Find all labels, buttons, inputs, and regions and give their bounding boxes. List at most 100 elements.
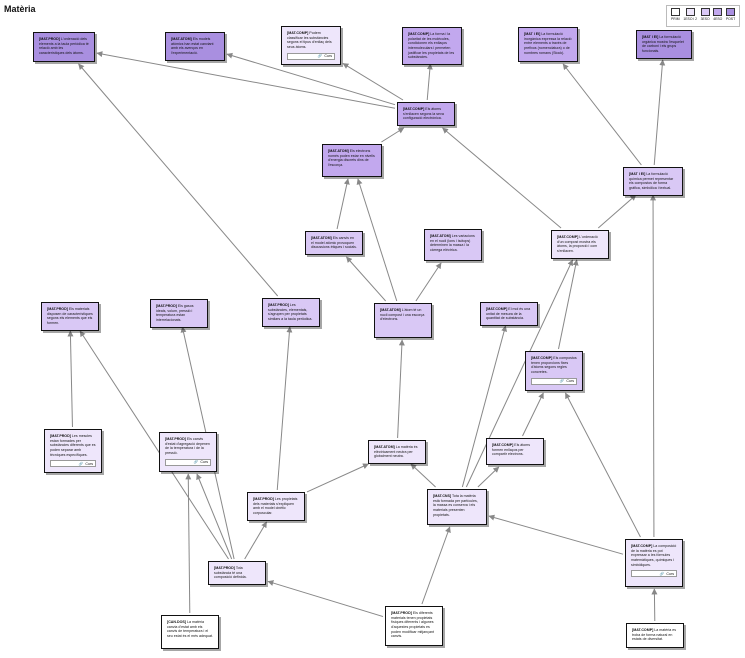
edge-arrow: [562, 63, 642, 166]
edge-arrow: [421, 526, 451, 605]
edge-arrow: [196, 473, 233, 560]
concept-node[interactable]: [MAT.COMP] La composició de la matèria e…: [625, 539, 683, 587]
node-text: L'ordenació d'un compost mostra els àtom…: [557, 235, 598, 254]
node-code: [MAT.COMP]: [557, 235, 579, 239]
edge-arrow: [306, 463, 369, 493]
concept-node[interactable]: [MAT.COMP] L'ordenació d'un compost most…: [551, 230, 609, 259]
edge-arrow: [342, 63, 404, 101]
concept-node[interactable]: [MAT.PROD] Les substàncies, elementals, …: [262, 298, 320, 327]
concept-node[interactable]: [MAT.COMP] Els compostos tenen proporcio…: [525, 351, 583, 391]
concept-node[interactable]: [MAT.COMP] El mol és una unitat de mesur…: [480, 302, 538, 327]
concept-node[interactable]: [MAT.ATOM] L'àtom té un nucli compost i …: [374, 303, 432, 338]
node-text: La formulació orgànica mostra l'esquelet…: [642, 35, 684, 54]
curs-label: Curs: [324, 53, 332, 58]
curs-label: Curs: [666, 571, 674, 576]
edge-arrow: [267, 580, 384, 618]
node-text: Els diferents materials tenen propietats…: [391, 611, 434, 639]
edge-arrow: [244, 521, 267, 560]
concept-node[interactable]: [MAT I EI] La formulació química permet …: [623, 167, 683, 196]
edge-arrow: [381, 127, 405, 143]
concept-node[interactable]: [MAT.ATOM] Els electrons només poden est…: [322, 144, 382, 177]
concept-node[interactable]: [MAT.PROD] Els canvis d'estat d'agregaci…: [159, 432, 217, 472]
concept-node[interactable]: [MAT I EI] La formulació orgànica mostra…: [636, 30, 692, 59]
concept-node[interactable]: [MAT.PROD] Les propietats dels materials…: [247, 492, 305, 521]
concept-node[interactable]: [MAT.COMP] La forma i la polaritat de le…: [402, 27, 462, 66]
node-text: La forma i la polaritat de les molècules…: [408, 32, 455, 60]
node-text: Els electrons només poden estar en nivel…: [328, 149, 375, 168]
concept-node[interactable]: [CAN.DOS] La matèria canvia d'estat amb …: [161, 615, 219, 649]
link-icon: 🔗: [559, 378, 565, 383]
node-code: [MAT.PROD]: [47, 307, 68, 311]
edge-arrow: [185, 473, 192, 614]
curs-button[interactable]: 🔗Curs: [287, 52, 335, 60]
legend-label: POST: [725, 17, 736, 21]
node-text: Els canvis en el model atòmic provoquen …: [311, 236, 357, 250]
edge-arrow: [488, 514, 624, 555]
legend-swatch: [670, 8, 680, 16]
concept-node[interactable]: [MAT.PROD] Els materials disposen de car…: [41, 302, 99, 331]
edge-arrow: [356, 178, 398, 302]
curs-button[interactable]: 🔗Curs: [165, 458, 211, 466]
concept-node[interactable]: [MAT.PROD] Tota substància té una compos…: [208, 561, 266, 586]
edge-arrow: [653, 59, 666, 166]
concept-node[interactable]: [MAT.COMP] Els àtoms formen enllaços per…: [486, 438, 544, 465]
curs-label: Curs: [85, 461, 93, 466]
node-code: [MAT.COMP]: [631, 544, 653, 548]
concept-node[interactable]: [MAT.COMP] Els àtoms s'enllacen segons l…: [397, 102, 455, 127]
legend-label: 4ESO: [713, 17, 723, 21]
node-code: [MAT.COMP]: [287, 31, 309, 35]
node-code: [MAT.PROD]: [156, 304, 177, 308]
edge-arrow: [558, 259, 579, 350]
curs-button[interactable]: 🔗Curs: [531, 377, 577, 385]
edge-arrow: [522, 392, 544, 437]
legend-item-3eso: 3ESO: [701, 8, 710, 24]
node-code: [MAT.ATOM]: [430, 234, 451, 238]
edge-arrow: [426, 63, 433, 101]
node-text: La matèria canvia d'estat amb els canvis…: [167, 620, 213, 639]
edge-arrow: [650, 194, 657, 538]
concept-node[interactable]: [MAT.PROD] L'ordenació dels elements a l…: [33, 32, 95, 62]
concept-node[interactable]: [MAT.COMP] La matèria es troba de forma …: [626, 623, 684, 648]
concept-node[interactable]: [MAT.ATOM] Els canvis en el model atòmic…: [305, 231, 363, 256]
edge-arrow: [442, 127, 562, 229]
node-code: [MAT.ATOM]: [328, 149, 349, 153]
curs-button[interactable]: 🔗Curs: [50, 460, 96, 468]
node-text: La formulació química permet representar…: [629, 172, 674, 191]
legend-label: PRIM: [671, 17, 680, 21]
concept-node[interactable]: [MAT.ATOM] Les variacions en el nucli (i…: [424, 229, 482, 261]
node-text: Tota la matèria està formada per partícu…: [433, 494, 478, 517]
node-text: Els canvis d'estat d'agregació depenen d…: [165, 437, 210, 456]
edge-arrow: [78, 63, 279, 297]
legend-swatch: [726, 8, 736, 16]
node-text: Els àtoms s'enllacen segons la seva conf…: [403, 107, 444, 121]
edge-arrow: [226, 52, 396, 106]
concept-node[interactable]: [MAT.PROD] Els diferents materials tenen…: [385, 606, 443, 646]
legend-label: 3ESO: [700, 17, 710, 21]
concept-node[interactable]: [MAT.PROD] Les mescles estan formades pe…: [44, 429, 102, 473]
node-text: Els àtoms formen enllaços per compartir …: [492, 443, 531, 457]
node-code: [MAT.COMP]: [632, 628, 654, 632]
curs-button[interactable]: 🔗Curs: [631, 570, 677, 578]
legend-item-4eso: 4ESO: [713, 8, 722, 24]
legend-item-1eso: 1ESO i 2: [683, 8, 697, 24]
node-code: [MAT.PROD]: [165, 437, 186, 441]
concept-node[interactable]: [MAT.PROD] Els gasos ideals, volum, pres…: [150, 299, 208, 328]
node-code: [MAT.COMP]: [403, 107, 425, 111]
concept-node[interactable]: [MAT.ATOM] La matèria és elèctricament n…: [368, 440, 426, 465]
concept-node[interactable]: [MAT.ATOM] Els models atòmics han estat …: [165, 32, 225, 61]
node-text: La composició de la matèria es pot expre…: [631, 544, 677, 567]
node-code: [MAT.PROD]: [39, 37, 60, 41]
node-code: [MAT.ATOM]: [374, 445, 395, 449]
concept-node[interactable]: [MAT.CNS] Tota la matèria està formada p…: [427, 489, 487, 525]
node-text: Les mescles estan formades per substànci…: [50, 434, 96, 457]
node-code: [CAN.DOS]: [167, 620, 186, 624]
node-code: [MAT I EI]: [629, 172, 646, 176]
concept-node[interactable]: [MAT.COMP] Podem classificar les substàn…: [281, 26, 341, 65]
node-code: [MAT.PROD]: [268, 303, 289, 307]
concept-node[interactable]: [MAT I EI] La formulació inorgànica expr…: [518, 27, 578, 62]
node-code: [MAT.ATOM]: [311, 236, 332, 240]
edge-arrow: [461, 325, 508, 488]
node-text: Els gasos ideals, volum, pressió i tempe…: [156, 304, 194, 323]
level-legend: PRIM 1ESO i 2 3ESO 4ESO POST: [666, 5, 740, 27]
edge-arrow: [477, 466, 500, 488]
